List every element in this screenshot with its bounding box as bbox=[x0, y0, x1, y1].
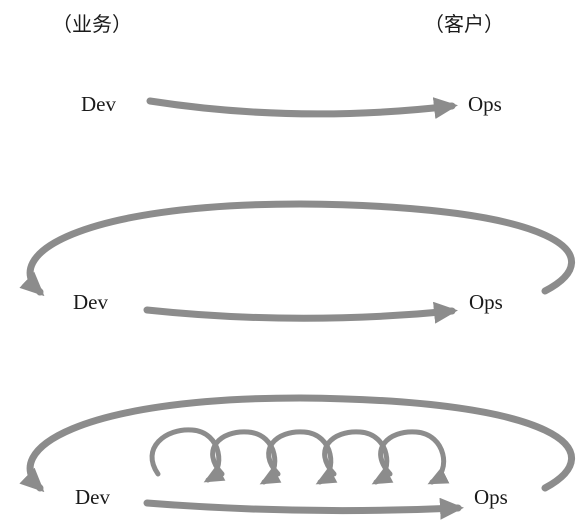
row2-feedback-loop-arrow bbox=[19, 200, 575, 297]
iteration-loop-2 bbox=[210, 429, 282, 485]
iteration-loop-4 bbox=[322, 429, 394, 485]
row3-flow-arrow bbox=[143, 497, 464, 520]
header-business: （业务） bbox=[52, 12, 132, 36]
row3-feedback-loop-arrow bbox=[19, 394, 575, 493]
row1-dev-label: Dev bbox=[81, 92, 116, 116]
row1-flow-arrow bbox=[146, 97, 458, 120]
row2-flow-arrow bbox=[143, 301, 458, 324]
row3-dev-label: Dev bbox=[75, 485, 110, 509]
header-customer: （客户） bbox=[424, 12, 504, 36]
iteration-loop-5 bbox=[378, 429, 450, 485]
row1-ops-label: Ops bbox=[468, 92, 502, 116]
row3-ops-label: Ops bbox=[474, 485, 508, 509]
row2-dev-label: Dev bbox=[73, 290, 108, 314]
iteration-loop-1 bbox=[149, 427, 226, 483]
row2-ops-label: Ops bbox=[469, 290, 503, 314]
iteration-loop-3 bbox=[266, 429, 338, 485]
row3-iteration-loops bbox=[149, 427, 450, 485]
